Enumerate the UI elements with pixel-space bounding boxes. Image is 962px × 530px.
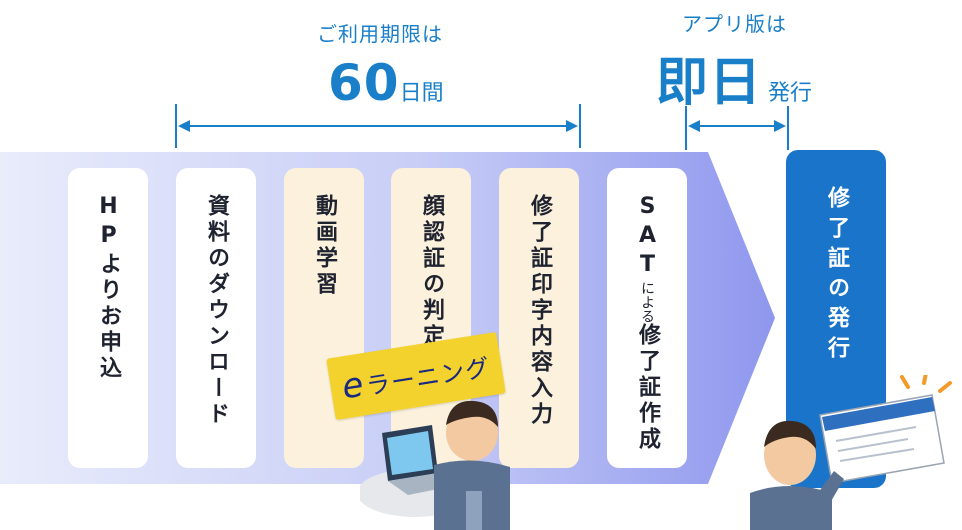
step-label-prefix: SAT [635,194,660,281]
step-label: 資料のダウンロード [204,194,229,428]
usage-period-caption: ご利用期限は [317,22,443,46]
step-label: HPよりお申込 [96,194,121,382]
step-label: SATによる修了証作成 [635,194,660,468]
step-card-sat-create: SATによる修了証作成 [607,168,687,468]
step-label: 動画学習 [312,194,337,298]
person-laptop-illustration [360,400,510,530]
person-certificate-illustration [750,375,952,530]
app-version-big: 即日 [656,53,763,113]
step-card-apply: HPよりお申込 [68,168,148,468]
usage-period-bracket [175,104,581,148]
app-version-bracket [685,106,789,150]
result-label: 修了証の発行 [824,186,849,366]
step-card-download: 資料のダウンロード [176,168,256,468]
usage-period-value: 60日間 [328,54,444,112]
usage-period-number: 60 [328,54,400,112]
step-card-video: 動画学習 [284,168,364,468]
step-label: 修了証印字内容入力 [527,194,552,428]
app-version-caption: アプリ版は [682,12,787,36]
elearning-text: ラーニング [364,352,493,401]
step-label-suffix: 修了証作成 [635,323,660,453]
step-card-certificate-input: 修了証印字内容入力 [499,168,579,468]
usage-period-unit: 日間 [399,81,444,106]
step-label-small: による [639,281,655,323]
app-version-value: 即日発行 [656,40,812,115]
app-version-unit: 発行 [768,81,813,106]
step-label: 顔認証の判定 [419,194,444,350]
